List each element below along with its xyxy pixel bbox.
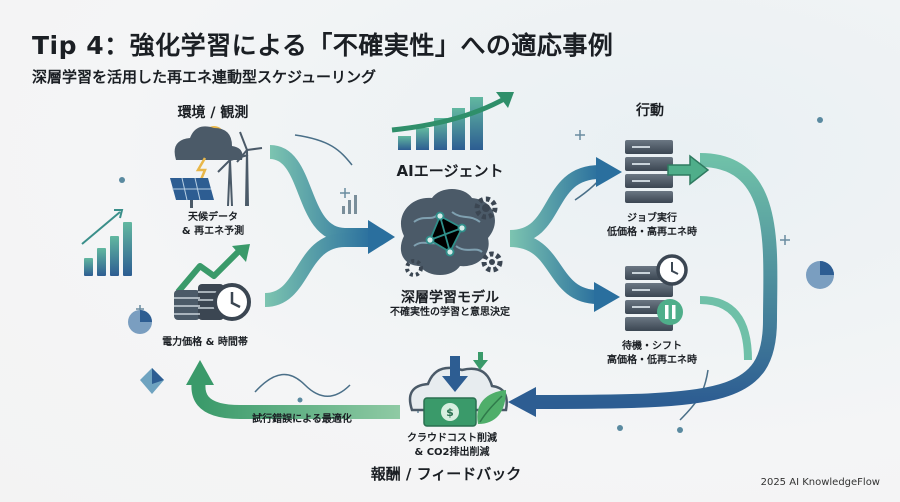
model-label: 深層学習モデル [401,290,499,306]
weather-label-line1: 天候データ [187,212,238,223]
wave-line [254,373,351,397]
wind-turbine-icon [217,131,263,207]
weather-label: 天候データ & 再エネ予測 [182,211,244,239]
server-wait-icon [625,254,688,331]
page-subtitle: 深層学習を活用した再エネ連動型スケジューリング [32,68,376,86]
input-arrow-head [368,220,395,254]
clock-icon [213,283,251,321]
job-run-label: ジョブ実行 低価格・高再エネ時 [607,212,697,240]
wait-shift-line1: 待機・シフト [622,341,682,352]
environment-heading: 環境 / 観測 [177,105,249,121]
action-arrow-top [509,157,622,244]
feedback-loop-arrow [186,360,400,419]
reward-heading: 報酬 / フィードバック [370,465,522,483]
solar-panel-icon [170,177,214,208]
reward-label: クラウドコスト削減 & CO2排出削減 [407,432,497,460]
reward-line2: & CO2排出削減 [414,447,490,458]
money-icon: $ [423,397,477,427]
gear-icon [405,196,503,277]
small-bars-icon [342,195,357,214]
server-run-icon [625,140,710,203]
model-sublabel: 不確実性の学習と意思決定 [390,307,510,318]
action-arrow-bottom [509,233,620,312]
decorative-bar-chart-icon [81,209,132,276]
reward-loop-arrow [508,153,778,417]
agent-heading: AIエージェント [396,162,504,180]
weather-cloud-icon [174,126,243,183]
down-arrow-icon [442,352,488,392]
reward-line1: クラウドコスト削減 [407,433,497,444]
price-trend-icon [175,244,250,294]
leaf-icon [477,390,506,424]
page-title: Tip 4：強化学習による「不確実性」への適応事例 [32,31,614,60]
crystal-icon [140,368,164,394]
job-run-line2: 低価格・高再エネ時 [607,227,697,238]
input-arrow-top [268,145,372,242]
wait-shift-label: 待機・シフト 高価格・低再エネ時 [607,340,697,368]
thin-arrow-line [294,134,353,166]
neural-network-icon [425,211,467,257]
weather-label-line2: & 再エネ予測 [181,226,245,237]
growth-chart-icon [391,92,514,150]
footer-credit: 2025 AI KnowledgeFlow [760,477,880,488]
pie-chart-icon-right [806,261,834,289]
svg-text:$: $ [446,406,454,419]
power-label: 電力価格 & 時間帯 [162,337,248,348]
job-run-line1: ジョブ実行 [627,213,677,224]
pie-chart-icon-left [128,310,152,334]
wait-shift-line2: 高価格・低再エネ時 [607,355,697,366]
action-heading: 行動 [636,103,664,119]
input-arrow-bottom [264,233,372,307]
feedback-loop-label: 試行錯誤による最適化 [252,414,352,425]
